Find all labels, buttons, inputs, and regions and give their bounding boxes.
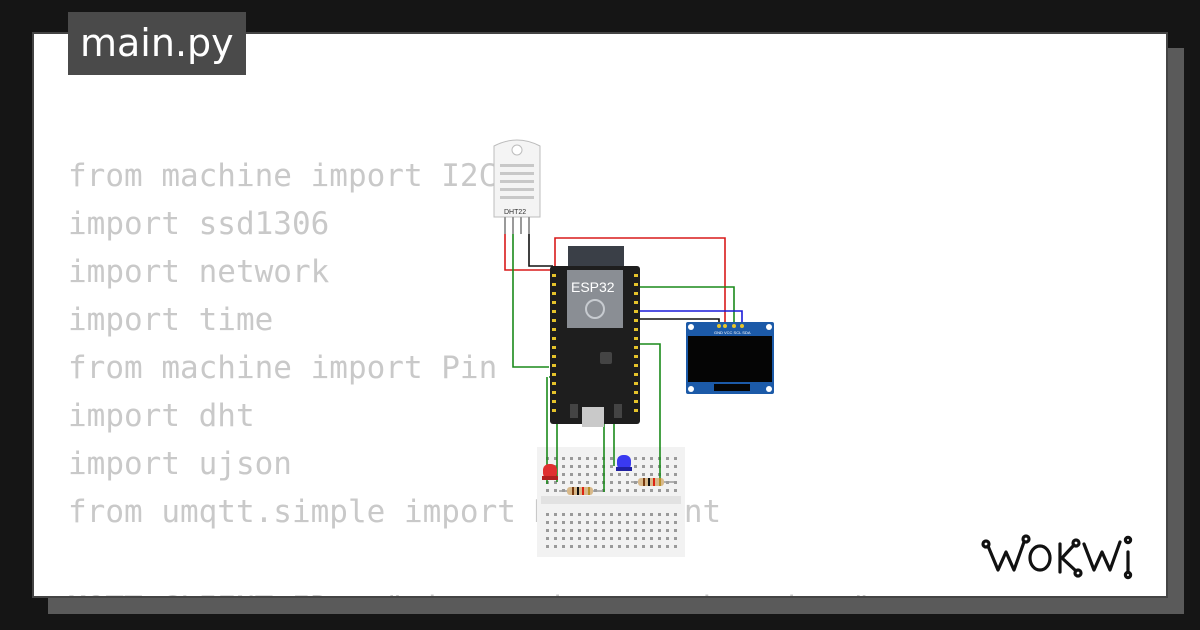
oled-display: GND VCC SCL SDA: [686, 322, 774, 394]
file-tab[interactable]: main.py: [68, 12, 246, 75]
breadboard: [537, 447, 685, 557]
led-red: [542, 464, 558, 480]
wokwi-logo: [978, 528, 1154, 592]
oled-pin-labels: GND VCC SCL SDA: [714, 330, 751, 335]
code-line: import dht: [68, 398, 255, 434]
file-tab-label: main.py: [80, 21, 234, 65]
esp32-label: ESP32: [571, 279, 615, 295]
code-line: import ujson: [68, 446, 292, 482]
code-line: import network: [68, 254, 330, 290]
led-blue: [616, 455, 632, 471]
dht22-label: DHT22: [504, 209, 526, 216]
resistor-1: [559, 487, 602, 495]
code-line: import time: [68, 302, 274, 338]
dht22-sensor: DHT22: [493, 139, 541, 234]
code-line: MQTT_CLIENT_ID = "micropython-weather-de…: [68, 584, 871, 596]
circuit-diagram: DHT22 ESP32: [493, 139, 774, 557]
esp32-board: ESP32: [550, 246, 640, 427]
preview-card: from machine import I2C import ssd1306 imp…: [32, 32, 1168, 598]
code-line: from machine import Pin: [68, 350, 498, 386]
code-line: import ssd1306: [68, 206, 330, 242]
code-line: from umqtt.simple import MQTTClient: [68, 494, 722, 530]
wokwi-logo-mark: [981, 534, 1133, 580]
code-line: from machine import I2C: [68, 158, 498, 194]
resistor-2: [631, 478, 674, 486]
code-preview: from machine import I2C import ssd1306 imp…: [68, 152, 871, 596]
